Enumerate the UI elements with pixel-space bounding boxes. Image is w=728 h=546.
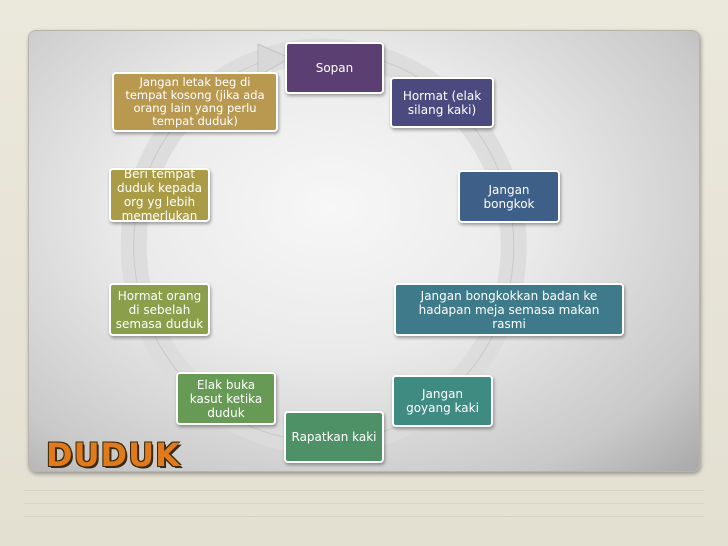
node-jangan-letak: Jangan letak beg di tempat kosong (jika … — [112, 72, 278, 132]
node-beri-tempat: Beri tempat duduk kepada org yg lebih me… — [109, 168, 210, 222]
node-hormat-orang: Hormat orang di sebelah semasa duduk — [109, 283, 210, 336]
lined-footer — [24, 478, 704, 528]
page-title: DUDUK — [46, 436, 181, 474]
node-jangan-bongkok: Jangan bongkok — [458, 170, 560, 223]
cycle-arrowhead — [257, 43, 292, 77]
node-rapatkan: Rapatkan kaki — [284, 411, 384, 463]
node-elak-buka: Elak buka kasut ketika duduk — [176, 372, 276, 425]
node-jangan-goyang: Jangan goyang kaki — [392, 375, 493, 427]
node-hormat-elak: Hormat (elak silang kaki) — [390, 77, 494, 128]
node-jangan-bongkokkan: Jangan bongkokkan badan ke hadapan meja … — [394, 283, 624, 336]
node-sopan: Sopan — [285, 42, 384, 94]
